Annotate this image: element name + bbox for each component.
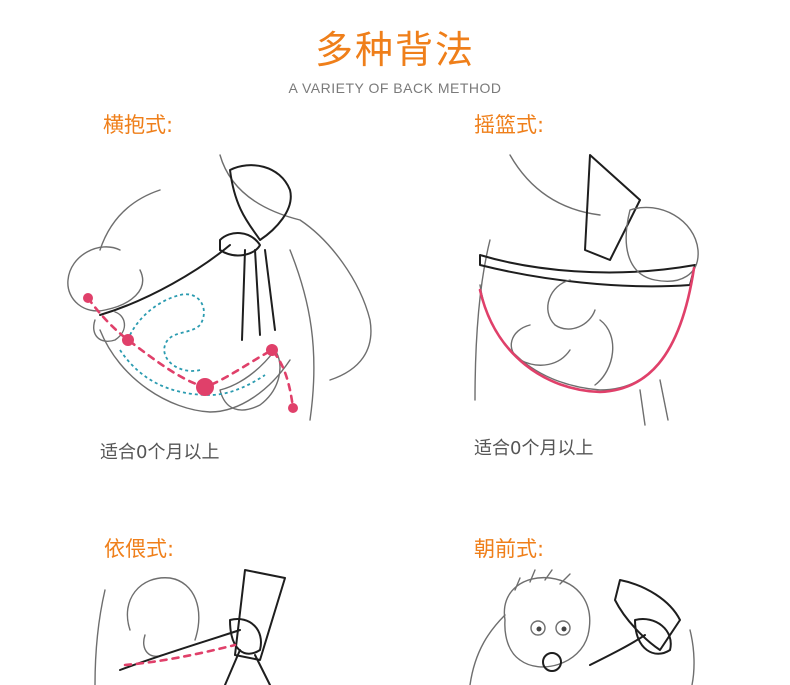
cross-hold-illustration bbox=[67, 154, 372, 421]
front-facing-illustration bbox=[469, 569, 695, 685]
page-title: 多种背法 bbox=[314, 28, 475, 72]
method-label-snuggle-hold: 依偎式: bbox=[104, 537, 175, 561]
snuggle-hold-illustration bbox=[94, 569, 286, 685]
cradle-hold-illustration bbox=[474, 154, 699, 426]
method-label-cross-hold: 横抱式: bbox=[103, 113, 174, 137]
method-label-front-facing: 朝前式: bbox=[474, 537, 545, 561]
method-label-cradle-hold: 摇篮式: bbox=[474, 113, 545, 137]
method-note-cradle-hold: 适合0个月以上 bbox=[474, 438, 594, 459]
method-note-cross-hold: 适合0个月以上 bbox=[100, 442, 220, 463]
page-subtitle: A VARIETY OF BACK METHOD bbox=[288, 80, 502, 96]
